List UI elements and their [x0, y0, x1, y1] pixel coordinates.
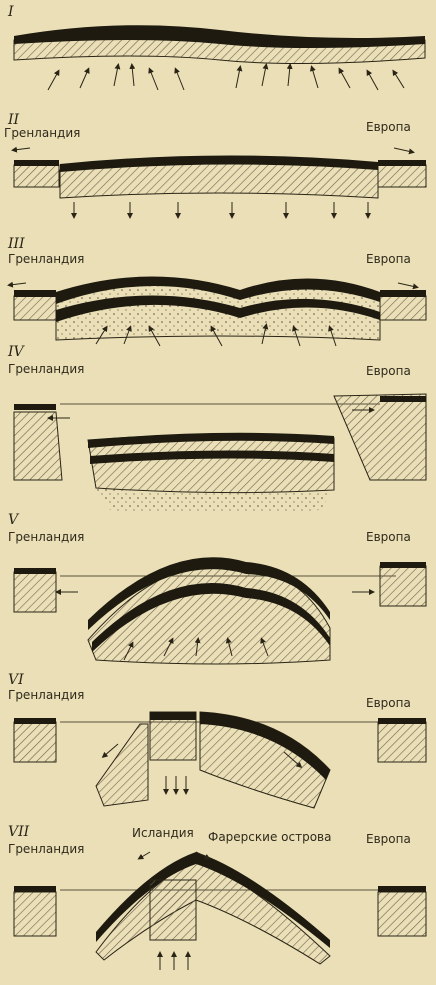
europe-label: Европа: [366, 252, 411, 266]
greenland-label: Гренландия: [8, 688, 84, 702]
iceland-label: Исландия: [132, 826, 194, 840]
europe-label: Европа: [366, 120, 411, 134]
greenland-label: Гренландия: [8, 530, 84, 544]
stage-1-section: [14, 25, 425, 90]
stage-7-section: [14, 852, 426, 970]
greenland-label: Гренландия: [4, 126, 80, 140]
europe-label: Европа: [366, 530, 411, 544]
stage-numeral: I: [8, 4, 14, 20]
stage-numeral: VII: [8, 824, 29, 840]
stage-6-section: [14, 712, 426, 808]
stage-4-section: [14, 394, 426, 513]
europe-label: Европа: [366, 364, 411, 378]
stage-numeral: V: [8, 512, 18, 528]
greenland-label: Гренландия: [8, 842, 84, 856]
greenland-label: Гренландия: [8, 252, 84, 266]
greenland-label: Гренландия: [8, 362, 84, 376]
stage-3-section: [10, 276, 426, 346]
faroe-islands-label: Фарерские острова: [208, 830, 331, 844]
stage-numeral: III: [8, 236, 25, 252]
stage-5-section: [14, 557, 426, 664]
europe-label: Европа: [366, 832, 411, 846]
stage-numeral: IV: [8, 344, 24, 360]
stage-2-section: [14, 148, 426, 216]
europe-label: Европа: [366, 696, 411, 710]
stage-numeral: VI: [8, 672, 24, 688]
